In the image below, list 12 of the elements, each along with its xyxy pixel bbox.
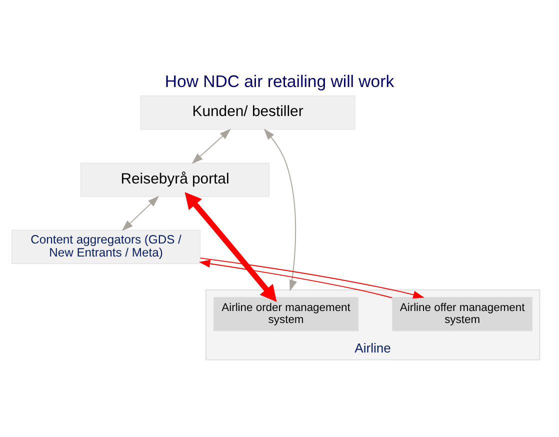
node-box: Content aggregators (GDS / New Entrants / Meta) xyxy=(12,230,200,264)
arrow xyxy=(198,260,393,298)
node-box: Airline order management system xyxy=(214,297,359,332)
diagram-title: How NDC air retailing will work xyxy=(164,72,394,91)
node-box: Kunden/ bestiller xyxy=(140,96,356,130)
arrow xyxy=(122,196,159,232)
arrow xyxy=(192,128,231,164)
arrow xyxy=(184,192,277,302)
arrow xyxy=(200,258,424,299)
node-box: Reisebyrå portal xyxy=(80,162,270,197)
node-box: Airline offer management system xyxy=(392,297,532,332)
arrow xyxy=(264,128,297,292)
